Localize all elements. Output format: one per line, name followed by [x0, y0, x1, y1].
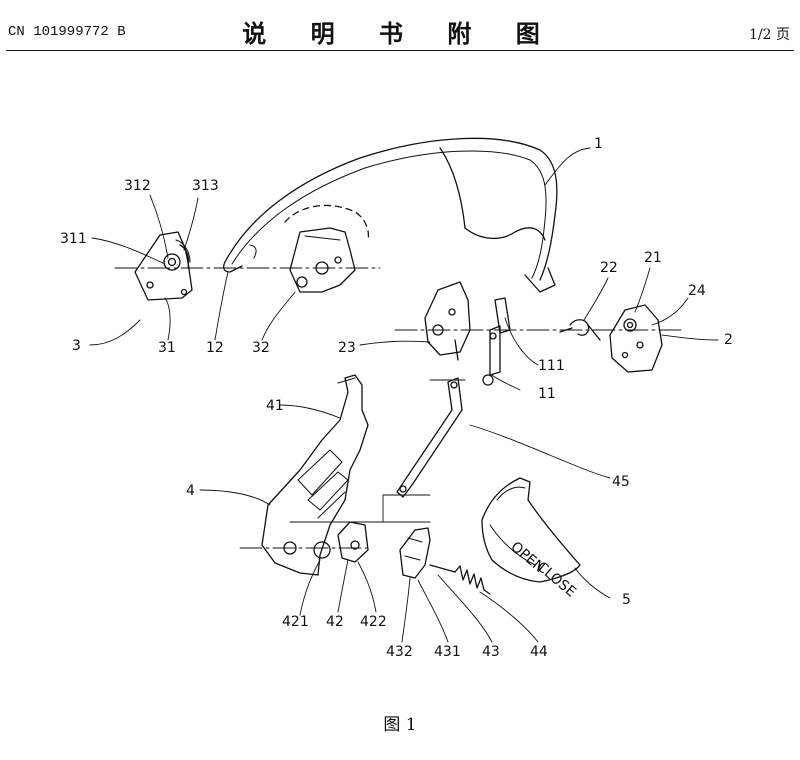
ref-label-422: 422 — [360, 614, 387, 630]
ref-label-44: 44 — [530, 644, 548, 660]
cam-42 — [337, 521, 369, 563]
ref-label-2: 2 — [724, 332, 733, 348]
dashed-arc — [284, 204, 370, 241]
ref-label-11: 11 — [538, 386, 556, 402]
ref-label-312: 312 — [124, 178, 151, 194]
lever-11 — [482, 297, 511, 386]
ref-label-23: 23 — [338, 340, 356, 356]
axis-lines — [114, 267, 686, 549]
publication-number: CN 101999772 B — [8, 24, 126, 40]
side-plate-3 — [134, 231, 193, 301]
ref-label-21: 21 — [644, 250, 662, 266]
visor-part — [223, 137, 558, 293]
ref-label-42: 42 — [326, 614, 344, 630]
exploded-view-drawing: OPEN CLOSE 1 312 313 311 3 31 12 32 23 1… — [60, 136, 733, 660]
link-rod-45 — [396, 377, 463, 498]
page-number: 1/2 页 — [749, 27, 790, 43]
ref-label-3: 3 — [72, 338, 81, 354]
document-title: 说 明 书 附 图 — [242, 20, 558, 48]
ref-label-1: 1 — [594, 136, 603, 152]
ref-label-12: 12 — [206, 340, 224, 356]
figure-caption: 图 1 — [383, 715, 417, 735]
cover-5 — [481, 477, 581, 583]
cover-close-text: CLOSE — [533, 559, 578, 601]
ref-label-311: 311 — [60, 231, 87, 247]
bracket-23 — [424, 281, 471, 361]
ref-label-32: 32 — [252, 340, 270, 356]
patent-figure: OPEN CLOSE 1 312 313 311 3 31 12 32 23 1… — [0, 60, 800, 700]
ref-label-24: 24 — [688, 283, 706, 299]
latch-43 — [399, 527, 431, 579]
coil-spring-44 — [429, 564, 491, 595]
side-plate-2 — [609, 304, 663, 373]
ref-label-432: 432 — [386, 644, 413, 660]
ref-label-41: 41 — [266, 398, 284, 414]
leader-lines — [89, 147, 719, 643]
ref-label-43: 43 — [482, 644, 500, 660]
ref-label-421: 421 — [282, 614, 309, 630]
ref-label-22: 22 — [600, 260, 618, 276]
ref-label-31: 31 — [158, 340, 176, 356]
ref-label-111: 111 — [538, 358, 565, 374]
ref-label-313: 313 — [192, 178, 219, 194]
header-rule — [6, 50, 794, 51]
ref-label-4: 4 — [186, 483, 195, 499]
ref-label-431: 431 — [434, 644, 461, 660]
ref-label-5: 5 — [622, 592, 631, 608]
ref-label-45: 45 — [612, 474, 630, 490]
housing-4 — [261, 374, 369, 576]
bracket-32 — [289, 227, 356, 293]
